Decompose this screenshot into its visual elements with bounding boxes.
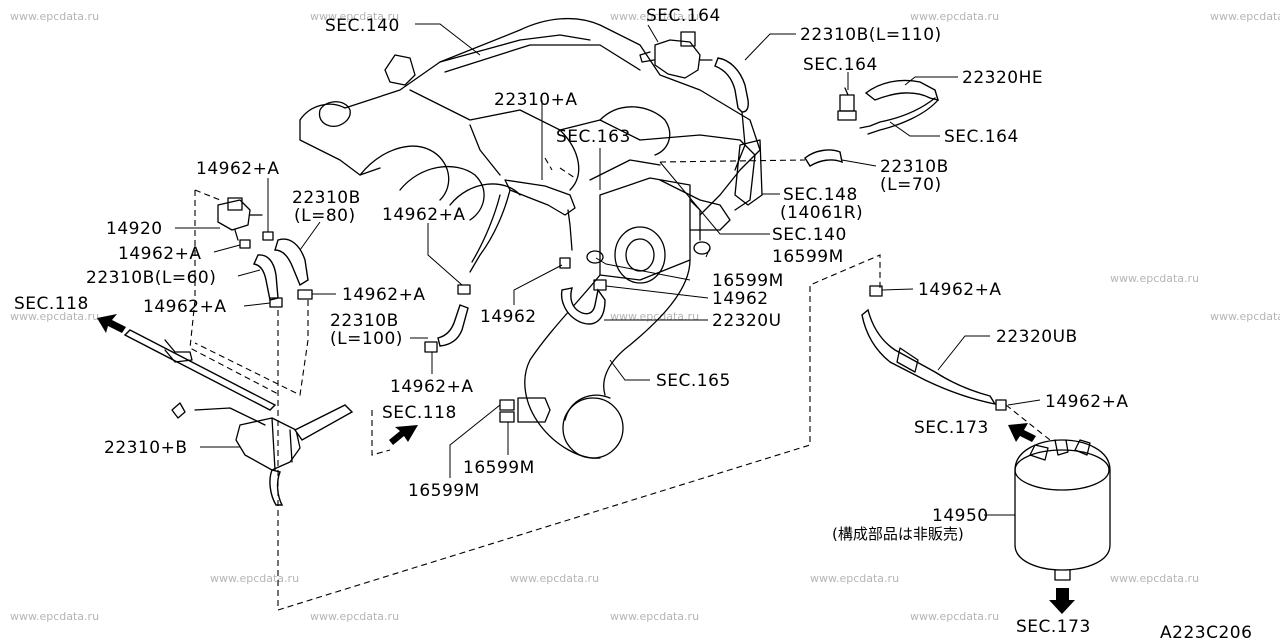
vacuum-valve-top (639, 31, 713, 79)
label-22310b-l80-len: (L=80) (294, 206, 356, 226)
watermark: www.epcdata.ru (210, 572, 299, 585)
label-22310b-l70-len: (L=70) (880, 175, 942, 195)
label-14962a-4[interactable]: 14962+A (342, 285, 425, 305)
hose-22320he (864, 79, 940, 101)
engine-intake-assembly (299, 17, 761, 459)
evap-canister-14950 (1005, 404, 1111, 581)
label-sec118-mid[interactable]: SEC.118 (382, 403, 457, 423)
arrow-sec173-right (1008, 423, 1036, 442)
hose-22310b-l100 (437, 304, 469, 347)
label-14962a-7[interactable]: 14962+A (1045, 392, 1128, 412)
label-22320ub[interactable]: 22320UB (996, 327, 1078, 347)
hose-22310b-l110 (714, 57, 749, 113)
arrow-sec118-left (97, 314, 126, 333)
label-sec164-right[interactable]: SEC.164 (944, 127, 1019, 147)
label-22310b-l70[interactable]: 22310B (880, 157, 949, 177)
vsv-valve-right (837, 87, 857, 121)
watermark: www.epcdata.ru (1110, 572, 1199, 585)
diagram-code: A223C206 (1160, 623, 1252, 640)
label-sec164-mid[interactable]: SEC.164 (803, 55, 878, 75)
label-22320he[interactable]: 22320HE (962, 68, 1043, 88)
watermark: www.epcdata.ru (610, 10, 699, 23)
label-sec164-top[interactable]: SEC.164 (646, 6, 721, 26)
label-16599m-3[interactable]: 16599M (463, 458, 535, 478)
label-22310b-l100-len: (L=100) (330, 329, 403, 349)
label-sec173-bottom[interactable]: SEC.173 (1016, 617, 1091, 637)
label-sec140-mid[interactable]: SEC.140 (772, 225, 847, 245)
label-14962-2[interactable]: 14962 (480, 307, 537, 327)
watermark: www.epcdata.ru (1110, 272, 1199, 285)
dashed-routing-lines (189, 167, 881, 611)
label-14950-note: (構成部品は非販売) (832, 525, 964, 543)
label-14920[interactable]: 14920 (106, 219, 163, 239)
pipe-sec118 (123, 329, 277, 426)
label-14962a-1[interactable]: 14962+A (196, 159, 279, 179)
bracket-sec148 (734, 139, 763, 206)
label-22320u[interactable]: 22320U (712, 311, 782, 331)
watermark: www.epcdata.ru (10, 10, 99, 23)
watermark: www.epcdata.ru (310, 10, 399, 23)
label-22310-b[interactable]: 22310+B (104, 438, 188, 458)
pipe-sec118-outlet (293, 404, 354, 441)
bracket-22310-b (235, 417, 301, 471)
label-14962a-5[interactable]: 14962+A (143, 297, 226, 317)
watermark: www.epcdata.ru (10, 610, 99, 623)
hose-22310-a (504, 179, 576, 216)
watermark: www.epcdata.ru (910, 10, 999, 23)
watermark: www.epcdata.ru (310, 610, 399, 623)
label-14962a-6[interactable]: 14962+A (390, 377, 473, 397)
watermark: www.epcdata.ru (1210, 10, 1280, 23)
label-16599m-4[interactable]: 16599M (408, 481, 480, 501)
label-sec173-right[interactable]: SEC.173 (914, 418, 989, 438)
watermark: www.epcdata.ru (610, 310, 699, 323)
label-16599m-2[interactable]: 16599M (712, 271, 784, 291)
pipe-down (269, 469, 284, 506)
watermark: www.epcdata.ru (910, 610, 999, 623)
label-14962-1[interactable]: 14962 (712, 289, 769, 309)
arrow-sec118-mid (389, 425, 418, 445)
hose-22320ub (861, 308, 997, 406)
hose-22310b-l70 (804, 149, 843, 167)
label-14962a-right[interactable]: 14962+A (918, 280, 1001, 300)
label-sec163[interactable]: SEC.163 (556, 127, 631, 147)
watermark: www.epcdata.ru (1210, 310, 1280, 323)
label-14950[interactable]: 14950 (932, 506, 989, 526)
label-14962a-2[interactable]: 14962+A (382, 205, 465, 225)
label-22310b-l60[interactable]: 22310B(L=60) (86, 268, 216, 288)
hose-22310b-l80 (274, 238, 309, 287)
watermark: www.epcdata.ru (10, 310, 99, 323)
label-14962a-3[interactable]: 14962+A (118, 244, 201, 264)
solenoid-valve-14920 (217, 197, 263, 241)
label-sec148-sub: (14061R) (780, 203, 863, 223)
label-sec140-top[interactable]: SEC.140 (325, 16, 400, 36)
hose-22320u (560, 287, 606, 325)
watermark: www.epcdata.ru (510, 572, 599, 585)
hose-22310b-l60 (252, 254, 279, 301)
watermark: www.epcdata.ru (610, 610, 699, 623)
label-22310b-l80[interactable]: 22310B (292, 188, 361, 208)
label-16599m-1[interactable]: 16599M (772, 247, 844, 267)
label-22310b-l100[interactable]: 22310B (330, 311, 399, 331)
label-sec148[interactable]: SEC.148 (783, 185, 858, 205)
label-22310b-l110[interactable]: 22310B(L=110) (800, 25, 942, 45)
label-22310-a-top[interactable]: 22310+A (494, 90, 577, 110)
leader-lines (175, 23, 1041, 516)
label-sec165[interactable]: SEC.165 (656, 371, 731, 391)
arrow-sec173-bottom (1049, 588, 1075, 614)
part-labels: SEC.140 SEC.164 22310B(L=110) SEC.164 22… (14, 6, 1252, 640)
label-sec118-left[interactable]: SEC.118 (14, 294, 89, 314)
direction-arrows (97, 314, 1075, 614)
watermark: www.epcdata.ru (810, 572, 899, 585)
